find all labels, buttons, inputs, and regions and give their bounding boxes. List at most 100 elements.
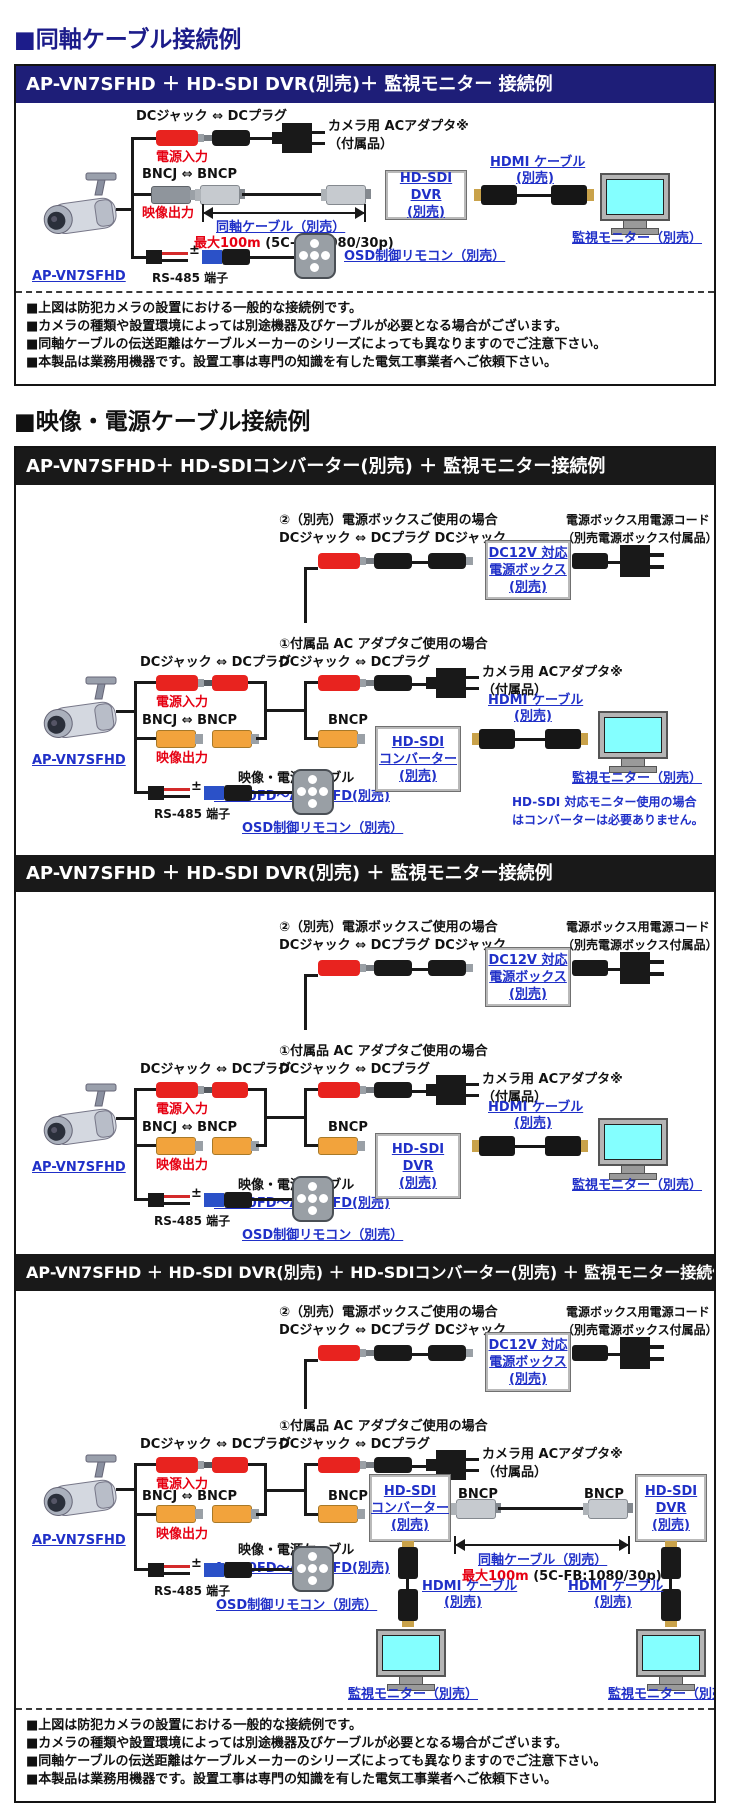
coax-cable-link[interactable]: 同軸ケーブル（別売） (216, 220, 346, 235)
bnc-pair-label: BNCJ ⇔ BNCP (142, 1120, 237, 1135)
hdmi-cable-link[interactable]: HDMI ケーブル (568, 1579, 664, 1594)
hdsdi-converter-line3[interactable]: (別売) (391, 1517, 429, 1533)
dc-plug-icon (204, 1082, 248, 1098)
hdsdi-converter-line2[interactable]: コンバーター (378, 751, 457, 767)
hdmi-plug-icon (398, 1547, 418, 1579)
hdsdi-dvr-line2[interactable]: DVR (402, 1158, 434, 1174)
ac-adapter-sublabel: （付属品） (482, 1465, 548, 1480)
powerbox-cord-label: 電源ボックス用電源コード (566, 920, 710, 934)
cable-line (252, 791, 292, 794)
hdsdi-converter-line1[interactable]: HD-SDI (383, 1483, 437, 1499)
hdmi-cable-sublink[interactable]: (別売) (514, 709, 552, 724)
bnc-plug-icon (212, 1505, 259, 1523)
hdsdi-converter-line1[interactable]: HD-SDI (391, 734, 445, 750)
hdsdi-dvr-line2[interactable]: DVR (410, 187, 442, 203)
example-title-1: AP-VN7SFHD ＋ HD-SDI DVR(別売)＋ 監視モニター 接続例 (16, 66, 714, 103)
dc12v-powerbox: DC12V 対応 電源ボックス (別売) (486, 948, 570, 1006)
note-line: ■本製品は業務用機器です。設置工事は専門の知識を有した電気工事業者へご依頼下さい… (26, 1772, 557, 1787)
dc12v-line3[interactable]: (別売) (509, 1371, 547, 1387)
hdsdi-dvr-line1[interactable]: HD-SDI (644, 1483, 698, 1499)
ac-adapter-icon (436, 1075, 479, 1105)
cable-line (304, 974, 307, 1030)
dc12v-line3[interactable]: (別売) (509, 986, 547, 1002)
cable-line (608, 561, 620, 564)
power-cord-icon (572, 960, 608, 976)
dc-plug-icon (366, 675, 412, 691)
osd-remote-link[interactable]: OSD制御リモコン（別売） (216, 1598, 378, 1613)
osd-remote-icon (292, 1176, 334, 1222)
hdmi-cable-sublink[interactable]: (別売) (594, 1595, 632, 1610)
dc12v-line1[interactable]: DC12V 対応 (488, 952, 568, 968)
cable-line (134, 1568, 148, 1571)
camera-model-link[interactable]: AP-VN7SFHD (32, 753, 126, 768)
hdmi-cable-sublink[interactable]: (別売) (516, 171, 554, 186)
camera-model-link[interactable]: AP-VN7SFHD (32, 1533, 126, 1548)
dc12v-line2[interactable]: 電源ボックス (489, 562, 567, 578)
power-input-label: 電源入力 (156, 150, 209, 165)
monitor-icon (600, 173, 670, 235)
dashed-separator (16, 1708, 714, 1710)
rs485-connector-icon (148, 785, 252, 801)
camera-icon (43, 1454, 117, 1516)
bnc-plug-icon (212, 1137, 259, 1155)
dc12v-line3[interactable]: (別売) (509, 579, 547, 595)
hdsdi-dvr-line3[interactable]: (別売) (399, 1175, 437, 1191)
monitor-link[interactable]: 監視モニター（別売） (348, 1687, 479, 1702)
dc-pair-label: DCジャック ⇔ DCプラグ (279, 1062, 430, 1077)
hdmi-cable-link[interactable]: HDMI ケーブル (422, 1579, 518, 1594)
dc12v-line2[interactable]: 電源ボックス (489, 1354, 567, 1370)
cable-line (250, 137, 272, 140)
cable-line (304, 1359, 307, 1409)
dc-pair-label: DCジャック ⇔ DCプラグ (279, 1437, 430, 1452)
osd-remote-icon (292, 769, 334, 815)
hdsdi-dvr-line1[interactable]: HD-SDI (391, 1141, 445, 1157)
hdsdi-dvr-line3[interactable]: (別売) (407, 204, 445, 220)
hdmi-cable-link[interactable]: HDMI ケーブル (488, 1100, 584, 1115)
dc12v-line1[interactable]: DC12V 対応 (488, 545, 568, 561)
camera-model-link[interactable]: AP-VN7SFHD (32, 269, 126, 284)
monitor-link[interactable]: 監視モニター（別売） (572, 1178, 703, 1193)
power-input-label: 電源入力 (156, 1477, 209, 1492)
hdmi-cable-link[interactable]: HDMI ケーブル (490, 155, 586, 170)
cable-line (116, 710, 136, 713)
monitor-link[interactable]: 監視モニター（別売） (572, 771, 703, 786)
dc-plug-icon (366, 960, 412, 976)
osd-remote-link[interactable]: OSD制御リモコン（別売） (242, 821, 404, 836)
osd-remote-link[interactable]: OSD制御リモコン（別売） (242, 1228, 404, 1243)
coax-max-length-label: 最大100m (5C-FB:1080/30p) (462, 1569, 662, 1584)
dc-plug-icon (204, 130, 250, 146)
ac-adapter-label: カメラ用 ACアダプタ※ (482, 665, 623, 680)
bnc-plug-icon (583, 1499, 633, 1519)
diagram-converter: ②（別売）電源ボックスご使用の場合 DCジャック ⇔ DCプラグ DCジャック … (16, 485, 714, 855)
cable-line (134, 1463, 156, 1466)
hdmi-cable-link[interactable]: HDMI ケーブル (488, 693, 584, 708)
bnc-pair-label: BNCJ ⇔ BNCP (142, 1489, 237, 1504)
camera-model-link[interactable]: AP-VN7SFHD (32, 1160, 126, 1175)
length-arrow (454, 1536, 630, 1554)
coax-cable-link[interactable]: 同軸ケーブル（別売） (478, 1553, 608, 1568)
cable-line (134, 737, 156, 740)
cable-line (304, 1463, 307, 1516)
cable-line (116, 1488, 136, 1491)
dc12v-line1[interactable]: DC12V 対応 (488, 1337, 568, 1353)
dc-jack-icon (318, 553, 366, 569)
hdmi-cable-sublink[interactable]: (別売) (444, 1595, 482, 1610)
hdsdi-dvr-line3[interactable]: (別売) (652, 1517, 690, 1533)
cable-line (669, 1579, 672, 1589)
powerbox-cord-sublabel: （別売電源ボックス付属品） (562, 1323, 714, 1337)
camera-icon (43, 172, 117, 234)
osd-remote-link[interactable]: OSD制御リモコン（別売） (344, 249, 506, 264)
hdsdi-dvr-line2[interactable]: DVR (655, 1500, 687, 1516)
coax-example-box: AP-VN7SFHD ＋ HD-SDI DVR(別売)＋ 監視モニター 接続例 … (14, 64, 716, 386)
av-example-box: AP-VN7SFHD＋ HD-SDIコンバーター(別売) ＋ 監視モニター接続例… (14, 446, 716, 1803)
hdsdi-monitor-note: HD-SDI 対応モニター使用の場合 (512, 795, 697, 809)
monitor-link[interactable]: 監視モニター（別売） (572, 231, 703, 246)
hdmi-cable-sublink[interactable]: (別売) (514, 1116, 552, 1131)
dc12v-line2[interactable]: 電源ボックス (489, 969, 567, 985)
hdsdi-dvr-line1[interactable]: HD-SDI (399, 170, 453, 186)
bnc-plug-icon (195, 185, 245, 205)
hdsdi-converter-line3[interactable]: (別売) (399, 768, 437, 784)
hdsdi-converter-line2[interactable]: コンバーター (371, 1500, 450, 1516)
section-header-av: ■映像・電源ケーブル接続例 (14, 409, 311, 435)
monitor-link[interactable]: 監視モニター（別売） (608, 1687, 714, 1702)
